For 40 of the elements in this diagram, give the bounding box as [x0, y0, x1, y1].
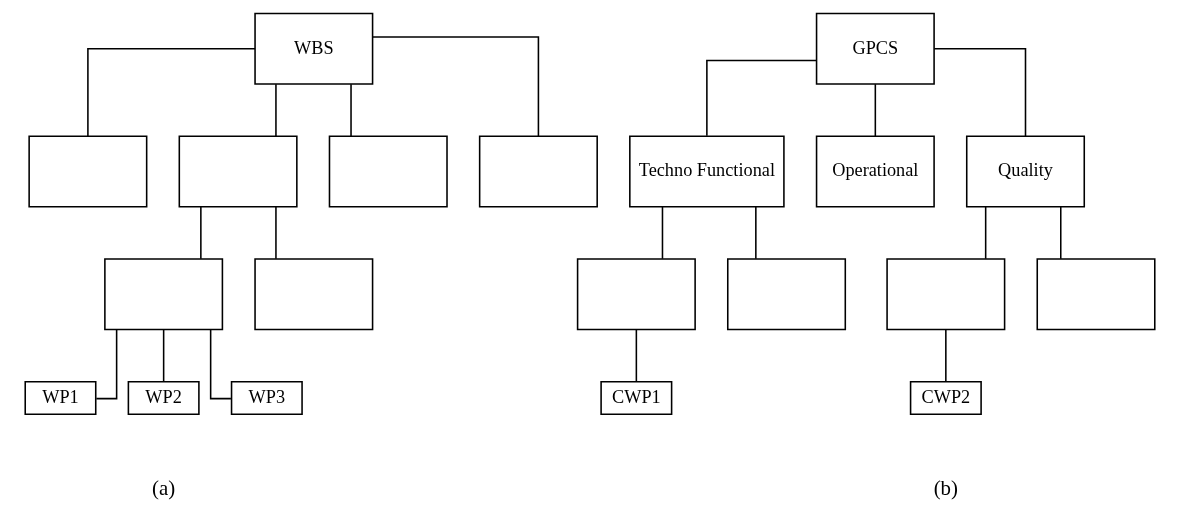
connector	[984, 206, 986, 260]
node-box	[576, 258, 696, 331]
connector	[199, 206, 202, 260]
node-box	[103, 258, 223, 331]
label: (a)	[151, 476, 175, 501]
node-box: WBS	[253, 12, 373, 85]
label: (b)	[933, 476, 958, 501]
node-box: WP3	[230, 380, 303, 416]
node-box: WP1	[23, 380, 97, 416]
connector	[932, 47, 1026, 137]
connector	[371, 36, 539, 137]
node-box	[178, 135, 298, 208]
connector	[162, 329, 164, 382]
node-box: GPCS	[815, 12, 935, 85]
connector	[635, 329, 637, 382]
connector	[86, 47, 256, 137]
node-box: Operational	[815, 135, 935, 208]
node-box	[27, 135, 147, 208]
connector	[209, 328, 232, 400]
node-box	[253, 258, 373, 331]
node-box: CWP2	[909, 380, 982, 416]
node-box: Techno Functional	[628, 135, 785, 208]
connector	[661, 206, 663, 260]
connector	[874, 83, 876, 137]
connector	[274, 83, 277, 137]
node-box	[726, 258, 846, 331]
node-box	[478, 135, 598, 208]
connector	[274, 206, 277, 260]
connector	[754, 206, 757, 260]
connector	[705, 59, 817, 137]
connector	[944, 329, 947, 382]
node-box: WP2	[127, 380, 200, 416]
node-box	[328, 135, 448, 208]
connector	[95, 328, 117, 400]
node-box: Quality	[965, 135, 1085, 208]
node-box	[1035, 258, 1156, 331]
connector	[349, 83, 352, 137]
connector	[1059, 206, 1062, 260]
node-box: CWP1	[599, 380, 672, 416]
node-box	[885, 258, 1005, 331]
